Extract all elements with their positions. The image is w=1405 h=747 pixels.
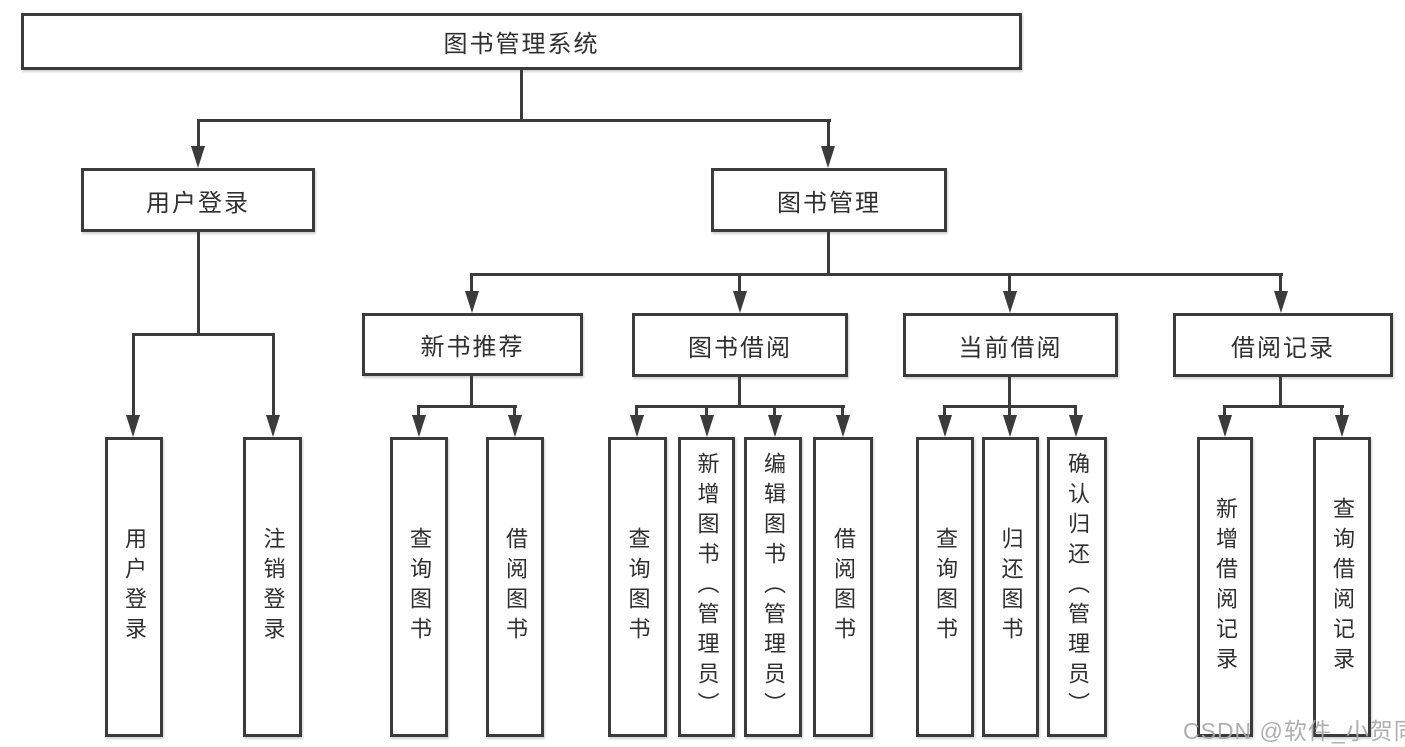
arrowhead-down-icon bbox=[1335, 415, 1349, 437]
leaf-user-login: 用户登录 bbox=[105, 437, 163, 737]
arrowhead-down-icon bbox=[630, 415, 644, 437]
node-book-management: 图书管理 bbox=[711, 168, 947, 232]
node-current-borrowing-label: 当前借阅 bbox=[958, 334, 1063, 362]
leaf-logout-label: 注销登录 bbox=[260, 527, 286, 647]
arrowhead-down-icon bbox=[1274, 291, 1288, 313]
arrowhead-down-icon bbox=[266, 415, 280, 437]
edge-line bbox=[417, 405, 420, 417]
arrowhead-down-icon bbox=[465, 291, 479, 313]
leaf-query-book-2-label: 查询图书 bbox=[625, 527, 651, 647]
arrowhead-down-icon bbox=[821, 146, 835, 168]
edge-line bbox=[197, 119, 831, 122]
leaf-confirm-return-admin-label: 确认归还（管理员） bbox=[1065, 452, 1090, 722]
edge-line bbox=[470, 376, 473, 407]
arrowhead-down-icon bbox=[768, 415, 782, 437]
leaf-return-book-label: 归还图书 bbox=[998, 527, 1024, 647]
node-user-login: 用户登录 bbox=[81, 168, 315, 232]
arrowhead-down-icon bbox=[733, 291, 747, 313]
edge-line bbox=[943, 405, 946, 417]
edge-line bbox=[1340, 405, 1343, 417]
edge-line bbox=[1279, 377, 1282, 407]
edge-line bbox=[272, 333, 275, 417]
arrowhead-down-icon bbox=[191, 146, 205, 168]
edge-line bbox=[1223, 405, 1226, 417]
leaf-edit-book-admin-label: 编辑图书（管理员） bbox=[761, 452, 786, 722]
arrowhead-down-icon bbox=[700, 415, 714, 437]
leaf-user-login-label: 用户登录 bbox=[122, 527, 147, 647]
edge-line bbox=[1008, 273, 1011, 293]
edge-line bbox=[773, 405, 776, 417]
node-library-management-system: 图书管理系统 bbox=[21, 13, 1022, 70]
arrowhead-down-icon bbox=[1069, 415, 1083, 437]
edge-line bbox=[520, 69, 523, 120]
edge-line bbox=[841, 405, 844, 417]
leaf-add-book-admin: 新增图书（管理员） bbox=[678, 437, 735, 737]
arrowhead-down-icon bbox=[412, 415, 426, 437]
edge-line bbox=[132, 333, 275, 336]
arrowhead-down-icon bbox=[1218, 415, 1232, 437]
edge-line bbox=[1224, 405, 1344, 408]
node-new-book-recommend: 新书推荐 bbox=[362, 313, 583, 376]
arrowhead-down-icon bbox=[836, 415, 850, 437]
leaf-query-book-3-label: 查询图书 bbox=[933, 527, 958, 647]
leaf-query-book-1: 查询图书 bbox=[390, 437, 448, 737]
arrowhead-down-icon bbox=[126, 415, 140, 437]
edge-line bbox=[132, 333, 135, 417]
edge-line bbox=[705, 405, 708, 417]
leaf-borrow-book-2-label: 借阅图书 bbox=[831, 527, 856, 647]
node-borrow-records-label: 借阅记录 bbox=[1231, 334, 1335, 362]
edge-line bbox=[738, 377, 741, 407]
node-borrow-records: 借阅记录 bbox=[1173, 313, 1393, 377]
leaf-borrow-book-1: 借阅图书 bbox=[486, 437, 544, 737]
leaf-borrow-book-1-label: 借阅图书 bbox=[503, 527, 528, 647]
edge-line bbox=[470, 273, 473, 293]
arrowhead-down-icon bbox=[938, 415, 952, 437]
node-current-borrowing: 当前借阅 bbox=[903, 313, 1118, 377]
edge-line bbox=[418, 405, 517, 408]
leaf-add-borrow-record: 新增借阅记录 bbox=[1197, 437, 1253, 737]
leaf-query-book-2: 查询图书 bbox=[608, 437, 667, 737]
edge-line bbox=[636, 405, 845, 408]
node-library-management-system-label: 图书管理系统 bbox=[443, 31, 600, 58]
arrowhead-down-icon bbox=[508, 415, 522, 437]
arrowhead-down-icon bbox=[1003, 291, 1017, 313]
node-user-login-label: 用户登录 bbox=[146, 189, 250, 217]
edge-line bbox=[635, 405, 638, 417]
leaf-edit-book-admin: 编辑图书（管理员） bbox=[744, 437, 802, 737]
edge-line bbox=[471, 273, 1283, 276]
leaf-query-book-1-label: 查询图书 bbox=[407, 527, 432, 647]
node-new-book-recommend-label: 新书推荐 bbox=[420, 334, 525, 361]
edge-line bbox=[1279, 273, 1282, 293]
node-book-borrowing-label: 图书借阅 bbox=[688, 334, 792, 362]
edge-line bbox=[197, 232, 200, 336]
edge-line bbox=[738, 273, 741, 293]
node-book-management-label: 图书管理 bbox=[777, 189, 881, 217]
leaf-query-borrow-record: 查询借阅记录 bbox=[1313, 437, 1371, 737]
csdn-watermark: CSDN @软件_小贺同学 bbox=[1183, 718, 1405, 744]
node-book-borrowing: 图书借阅 bbox=[632, 313, 848, 377]
leaf-add-book-admin-label: 新增图书（管理员） bbox=[694, 452, 720, 722]
leaf-return-book: 归还图书 bbox=[982, 437, 1039, 737]
leaf-query-borrow-record-label: 查询借阅记录 bbox=[1330, 497, 1355, 677]
arrowhead-down-icon bbox=[1003, 415, 1017, 437]
edge-line bbox=[513, 405, 516, 417]
edge-line bbox=[827, 232, 830, 275]
leaf-add-borrow-record-label: 新增借阅记录 bbox=[1213, 497, 1238, 677]
edge-line bbox=[1008, 405, 1011, 417]
edge-line bbox=[1008, 377, 1011, 407]
edge-line bbox=[197, 119, 200, 148]
leaf-logout: 注销登录 bbox=[243, 437, 302, 737]
leaf-query-book-3: 查询图书 bbox=[916, 437, 974, 737]
edge-line bbox=[827, 119, 830, 148]
leaf-confirm-return-admin: 确认归还（管理员） bbox=[1047, 437, 1107, 737]
edge-line bbox=[1074, 405, 1077, 417]
leaf-borrow-book-2: 借阅图书 bbox=[813, 437, 873, 737]
